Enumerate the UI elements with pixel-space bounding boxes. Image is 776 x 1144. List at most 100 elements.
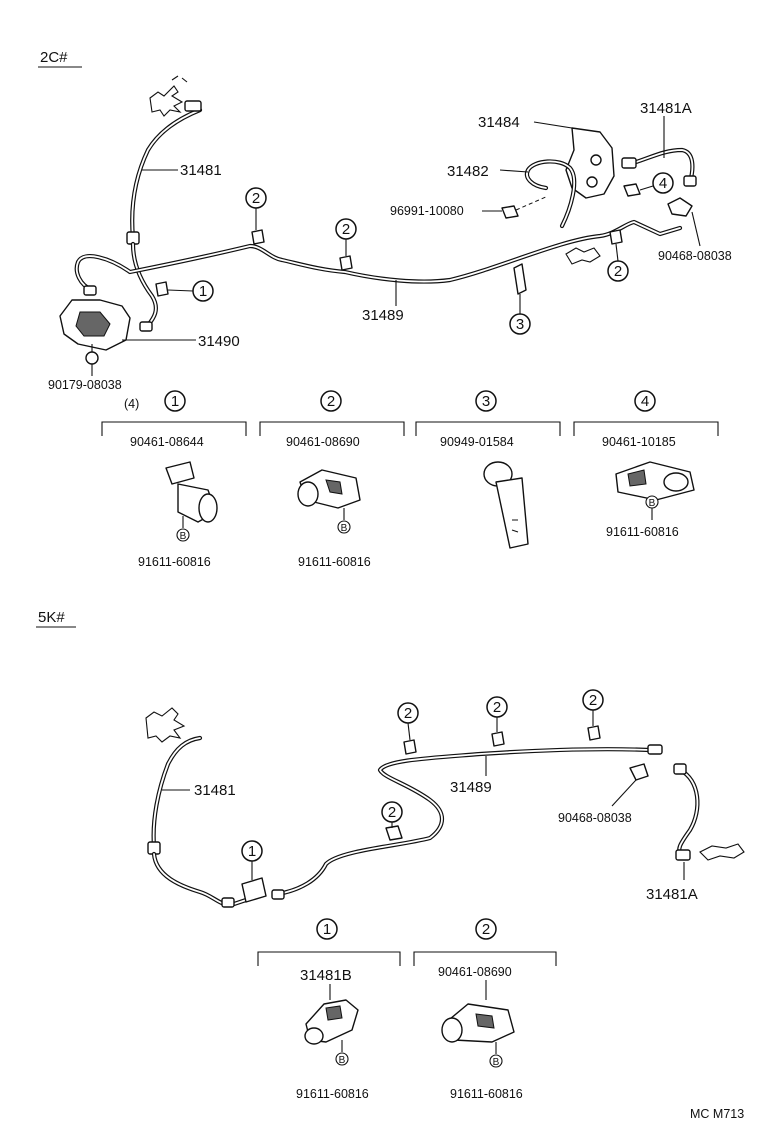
clamp-detail-5k-1: 1 31481B B 91611-60816 xyxy=(257,918,401,1101)
svg-text:2: 2 xyxy=(482,921,490,938)
svg-text:2: 2 xyxy=(252,190,260,207)
label-nut-qty: (4) xyxy=(124,397,139,411)
clamp-1-mark xyxy=(155,281,169,297)
label-clip-hose-5k: 90468-08038 xyxy=(558,811,632,825)
clamp-3-position xyxy=(513,263,527,295)
svg-text:4: 4 xyxy=(659,175,667,192)
label-tube-main: 31489 xyxy=(362,307,404,324)
mount-bracket-detail xyxy=(171,75,188,83)
label-hose-front-5k: 31481 xyxy=(194,782,236,799)
rear-mount-5k xyxy=(699,843,745,861)
clamp-2-part: 90461-08690 xyxy=(286,435,360,449)
brake-tube-main xyxy=(74,219,683,332)
tube-fitting-5k xyxy=(221,897,235,908)
clamp-2-bolt: 91611-60816 xyxy=(298,555,371,569)
clamp-5k-2-bolt: 91611-60816 xyxy=(450,1087,523,1101)
rear-bracket-hole xyxy=(590,154,602,166)
rear-bracket xyxy=(565,127,615,199)
tube-fitting-valve-2 xyxy=(139,321,153,332)
rear-mount xyxy=(565,247,601,265)
label-clip-rear: 96991-10080 xyxy=(390,204,464,218)
callout-1: 1 xyxy=(167,280,214,302)
valve-body-detail xyxy=(75,311,111,337)
svg-text:2: 2 xyxy=(388,804,396,821)
clamp-5k-2-part: 90461-08690 xyxy=(438,965,512,979)
hose-rear-fitting-5k-2 xyxy=(675,849,691,861)
callout-5k-2-d: 2 xyxy=(381,801,403,828)
clamp-1-bolt: 91611-60816 xyxy=(138,555,211,569)
clamp-2-mark-b xyxy=(339,255,353,271)
clip-96991-dash xyxy=(515,195,549,211)
rear-tube-bracket-assembly xyxy=(501,127,697,295)
callout-5k-2-c: 2 xyxy=(582,689,604,726)
clamp-2-mark-5k-b xyxy=(491,731,505,747)
svg-text:1: 1 xyxy=(171,393,179,410)
clamp-1-mark-5k xyxy=(241,877,267,903)
svg-text:2: 2 xyxy=(589,692,597,709)
clamp-5k-1-bolt-mark: B xyxy=(339,1055,346,1066)
clamp-4-bolt-mark: B xyxy=(649,498,656,509)
label-hose-rear-5k: 31481A xyxy=(646,886,698,903)
svg-text:2: 2 xyxy=(342,221,350,238)
clamp-3-part: 90949-01584 xyxy=(440,435,514,449)
proportioning-valve xyxy=(59,299,131,365)
svg-text:2: 2 xyxy=(404,705,412,722)
label-tube-main-5k: 31489 xyxy=(450,779,492,796)
svg-text:2: 2 xyxy=(493,699,501,716)
svg-text:1: 1 xyxy=(199,283,207,300)
svg-text:3: 3 xyxy=(482,393,490,410)
hose-rear-fitting-5k xyxy=(673,763,687,775)
svg-text:4: 4 xyxy=(641,393,649,410)
label-tube-rear: 31482 xyxy=(447,163,489,180)
callout-5k-1: 1 xyxy=(241,840,263,880)
clamp-4-position xyxy=(623,183,641,197)
footer-code: MC M713 xyxy=(690,1107,744,1121)
tube-fitting-valve xyxy=(83,285,97,296)
section-2c: 2C# xyxy=(38,49,732,569)
clamp-4-bolt: 91611-60816 xyxy=(606,525,679,539)
clamp-2-mark-a xyxy=(251,229,265,245)
label-clip-hose: 90468-08038 xyxy=(658,249,732,263)
callout-5k-2-a: 2 xyxy=(397,702,419,741)
hose-rear-fitting-2 xyxy=(683,175,697,187)
clamp-detail-2: 2 90461-08690 B 91611-60816 xyxy=(259,390,405,569)
label-valve: 31490 xyxy=(198,333,240,350)
clamp-5k-1-part: 31481B xyxy=(300,967,352,984)
svg-text:1: 1 xyxy=(323,921,331,938)
section-title-2c: 2C# xyxy=(40,49,68,66)
svg-text:3: 3 xyxy=(516,316,524,333)
mount-bracket-front-5k xyxy=(145,707,186,743)
svg-text:2: 2 xyxy=(614,263,622,280)
clamp-2-bolt-mark: B xyxy=(341,523,348,534)
clamp-2-mark-5k-a xyxy=(403,739,417,755)
clamp-2-mark-5k-c xyxy=(587,725,601,741)
brake-hose-front xyxy=(126,75,203,245)
leader-31482 xyxy=(499,169,529,173)
clamp-5k-2-bolt-mark: B xyxy=(493,1057,500,1068)
svg-text:2: 2 xyxy=(327,393,335,410)
clamp-detail-5k-2: 2 90461-08690 B 91611-60816 xyxy=(413,918,557,1101)
clip-90468-5k xyxy=(629,763,649,781)
leader-90468-5k xyxy=(611,779,637,807)
label-hose-rear: 31481A xyxy=(640,100,692,117)
rear-bracket-hole-2 xyxy=(586,176,598,188)
clamp-4-part: 90461-10185 xyxy=(602,435,676,449)
clamp-1-bolt-mark: B xyxy=(180,531,187,542)
callout-5k-2-b: 2 xyxy=(486,696,508,732)
callout-3: 3 xyxy=(509,294,531,335)
hose-rear-fitting xyxy=(621,157,637,169)
clamp-2-mark-5k-d xyxy=(385,825,403,841)
section-5k: 5K# 2 2 2 2 1 31481 xyxy=(36,609,745,1101)
callout-2-b: 2 xyxy=(335,218,357,256)
clamp-2-mark-c xyxy=(609,229,623,245)
clip-96991 xyxy=(501,205,519,219)
leader-31484 xyxy=(533,121,573,129)
clamp-detail-4: 4 90461-10185 B 91611-60816 xyxy=(573,390,719,539)
clamp-5k-1-bolt: 91611-60816 xyxy=(296,1087,369,1101)
clamp-1-part: 90461-08644 xyxy=(130,435,204,449)
callout-2-c: 2 xyxy=(607,243,629,282)
tube-end-fitting-5k xyxy=(647,744,663,755)
tube-fitting-5k-2 xyxy=(271,889,285,900)
mount-bracket-front xyxy=(149,85,184,117)
